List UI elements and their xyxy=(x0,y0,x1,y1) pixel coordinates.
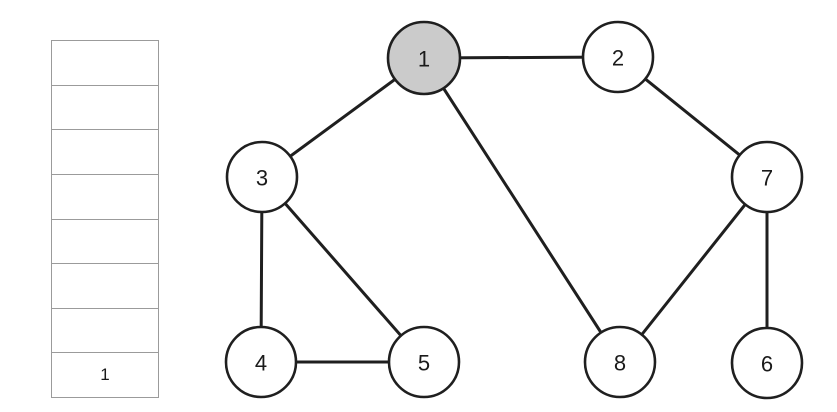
graph-node-3[interactable]: 3 xyxy=(225,140,299,214)
stack-cell xyxy=(52,174,158,220)
graph-node-2[interactable]: 2 xyxy=(581,20,655,94)
stack-cell xyxy=(52,219,158,265)
graph-node-8[interactable]: 8 xyxy=(583,325,657,399)
graph-node-7[interactable]: 7 xyxy=(730,140,804,214)
node-circle-2[interactable] xyxy=(581,20,655,94)
stack-cell: 1 xyxy=(52,353,158,397)
stack-cell xyxy=(52,41,158,86)
array-stack-panel: 1 xyxy=(51,40,159,398)
graph-edge-3-5 xyxy=(260,175,426,364)
graph-edge-7-8 xyxy=(618,175,769,364)
graph-node-5[interactable]: 5 xyxy=(387,325,461,399)
graph-node-4[interactable]: 4 xyxy=(224,325,298,399)
node-circle-6[interactable] xyxy=(730,326,804,400)
node-circle-5[interactable] xyxy=(387,325,461,399)
stack-cell xyxy=(52,85,158,131)
node-circle-7[interactable] xyxy=(730,140,804,214)
node-circle-8[interactable] xyxy=(583,325,657,399)
graph-edge-layer xyxy=(259,55,769,365)
node-circle-1[interactable] xyxy=(386,20,462,96)
graph-edge-1-8 xyxy=(422,56,622,364)
graph-node-1[interactable]: 1 xyxy=(386,20,462,96)
stack-cell xyxy=(52,308,158,354)
node-circle-4[interactable] xyxy=(224,325,298,399)
node-circle-3[interactable] xyxy=(225,140,299,214)
stack-cell xyxy=(52,130,158,175)
graph-node-6[interactable]: 6 xyxy=(730,326,804,400)
stack-cell xyxy=(52,264,158,309)
